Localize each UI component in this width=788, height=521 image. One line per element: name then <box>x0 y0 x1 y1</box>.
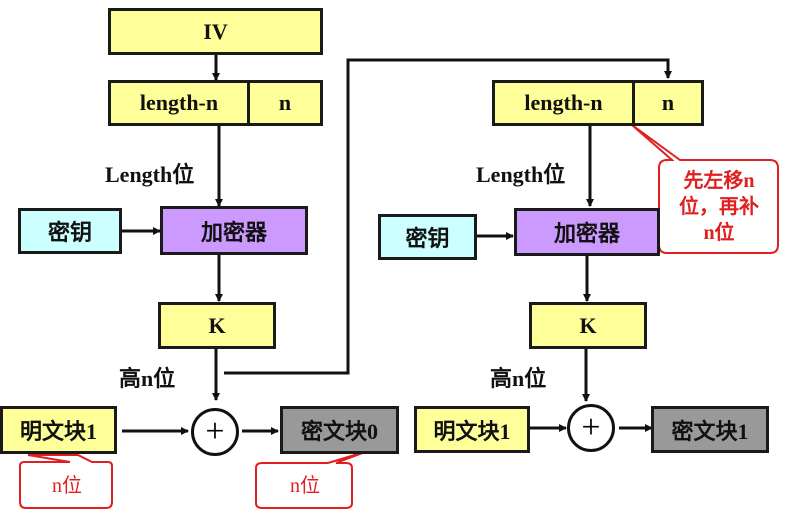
shift-callout-line-1: 先左移n <box>683 170 755 192</box>
register-high-box-right: length-n <box>492 80 635 126</box>
shift-callout-line-2: 位，再补 <box>679 196 759 218</box>
register-high-label-right: length-n <box>524 90 603 115</box>
register-high-box: length-n <box>108 80 250 126</box>
plaintext-block-label: 明文块1 <box>19 419 97 444</box>
xor-symbol-right: + <box>581 409 601 446</box>
shift-callout-line-3: n位 <box>703 222 735 244</box>
callout-plaintext-bubble <box>19 454 113 509</box>
key-label: 密钥 <box>47 220 92 245</box>
encryptor-box-right: 加密器 <box>514 208 660 256</box>
k-box-right: K <box>529 302 647 349</box>
plaintext-block-box: 明文块1 <box>0 406 117 454</box>
key-box-right: 密钥 <box>378 214 477 260</box>
plaintext-block-label-right: 明文块1 <box>433 418 511 444</box>
iv-label: IV <box>203 18 228 44</box>
callout-ciphertext-bubble <box>255 450 369 509</box>
xor-operator-right: + <box>567 404 615 452</box>
k-label: K <box>208 312 226 338</box>
encryptor-box: 加密器 <box>160 206 308 255</box>
feedback-path <box>224 58 672 375</box>
length-bits-label: Length位 <box>105 162 195 187</box>
ciphertext-block-0-box: 密文块0 <box>280 406 399 454</box>
register-low-box: n <box>247 80 323 126</box>
iv-box: IV <box>108 8 323 55</box>
k-label-right: K <box>579 312 597 338</box>
xor-symbol: + <box>205 413 225 450</box>
key-box: 密钥 <box>18 208 122 254</box>
callout-shift-bubble <box>631 124 779 254</box>
register-low-box-right: n <box>632 80 704 126</box>
plaintext-n-bits-callout: n位 <box>52 475 82 497</box>
high-n-bits-label-right: 高n位 <box>490 366 547 391</box>
register-high-label: length-n <box>139 90 219 115</box>
plaintext-block-box-right: 明文块1 <box>414 406 530 453</box>
high-n-bits-label: 高n位 <box>119 366 176 391</box>
key-label-right: 密钥 <box>405 226 450 251</box>
encryptor-label-right: 加密器 <box>553 221 620 246</box>
register-low-label: n <box>278 90 292 115</box>
ciphertext-n-bits-callout: n位 <box>290 475 320 497</box>
length-bits-label-right: Length位 <box>476 162 566 187</box>
encryptor-label: 加密器 <box>200 219 267 245</box>
ciphertext-block-1-label: 密文块1 <box>671 418 749 444</box>
ciphertext-block-0-label: 密文块0 <box>300 419 378 444</box>
ciphertext-block-1-box: 密文块1 <box>651 406 769 453</box>
xor-operator: + <box>191 408 239 456</box>
shift-callout: 先左移n 位，再补 n位 <box>661 168 777 246</box>
k-box: K <box>158 302 276 349</box>
register-low-label-right: n <box>661 90 675 115</box>
